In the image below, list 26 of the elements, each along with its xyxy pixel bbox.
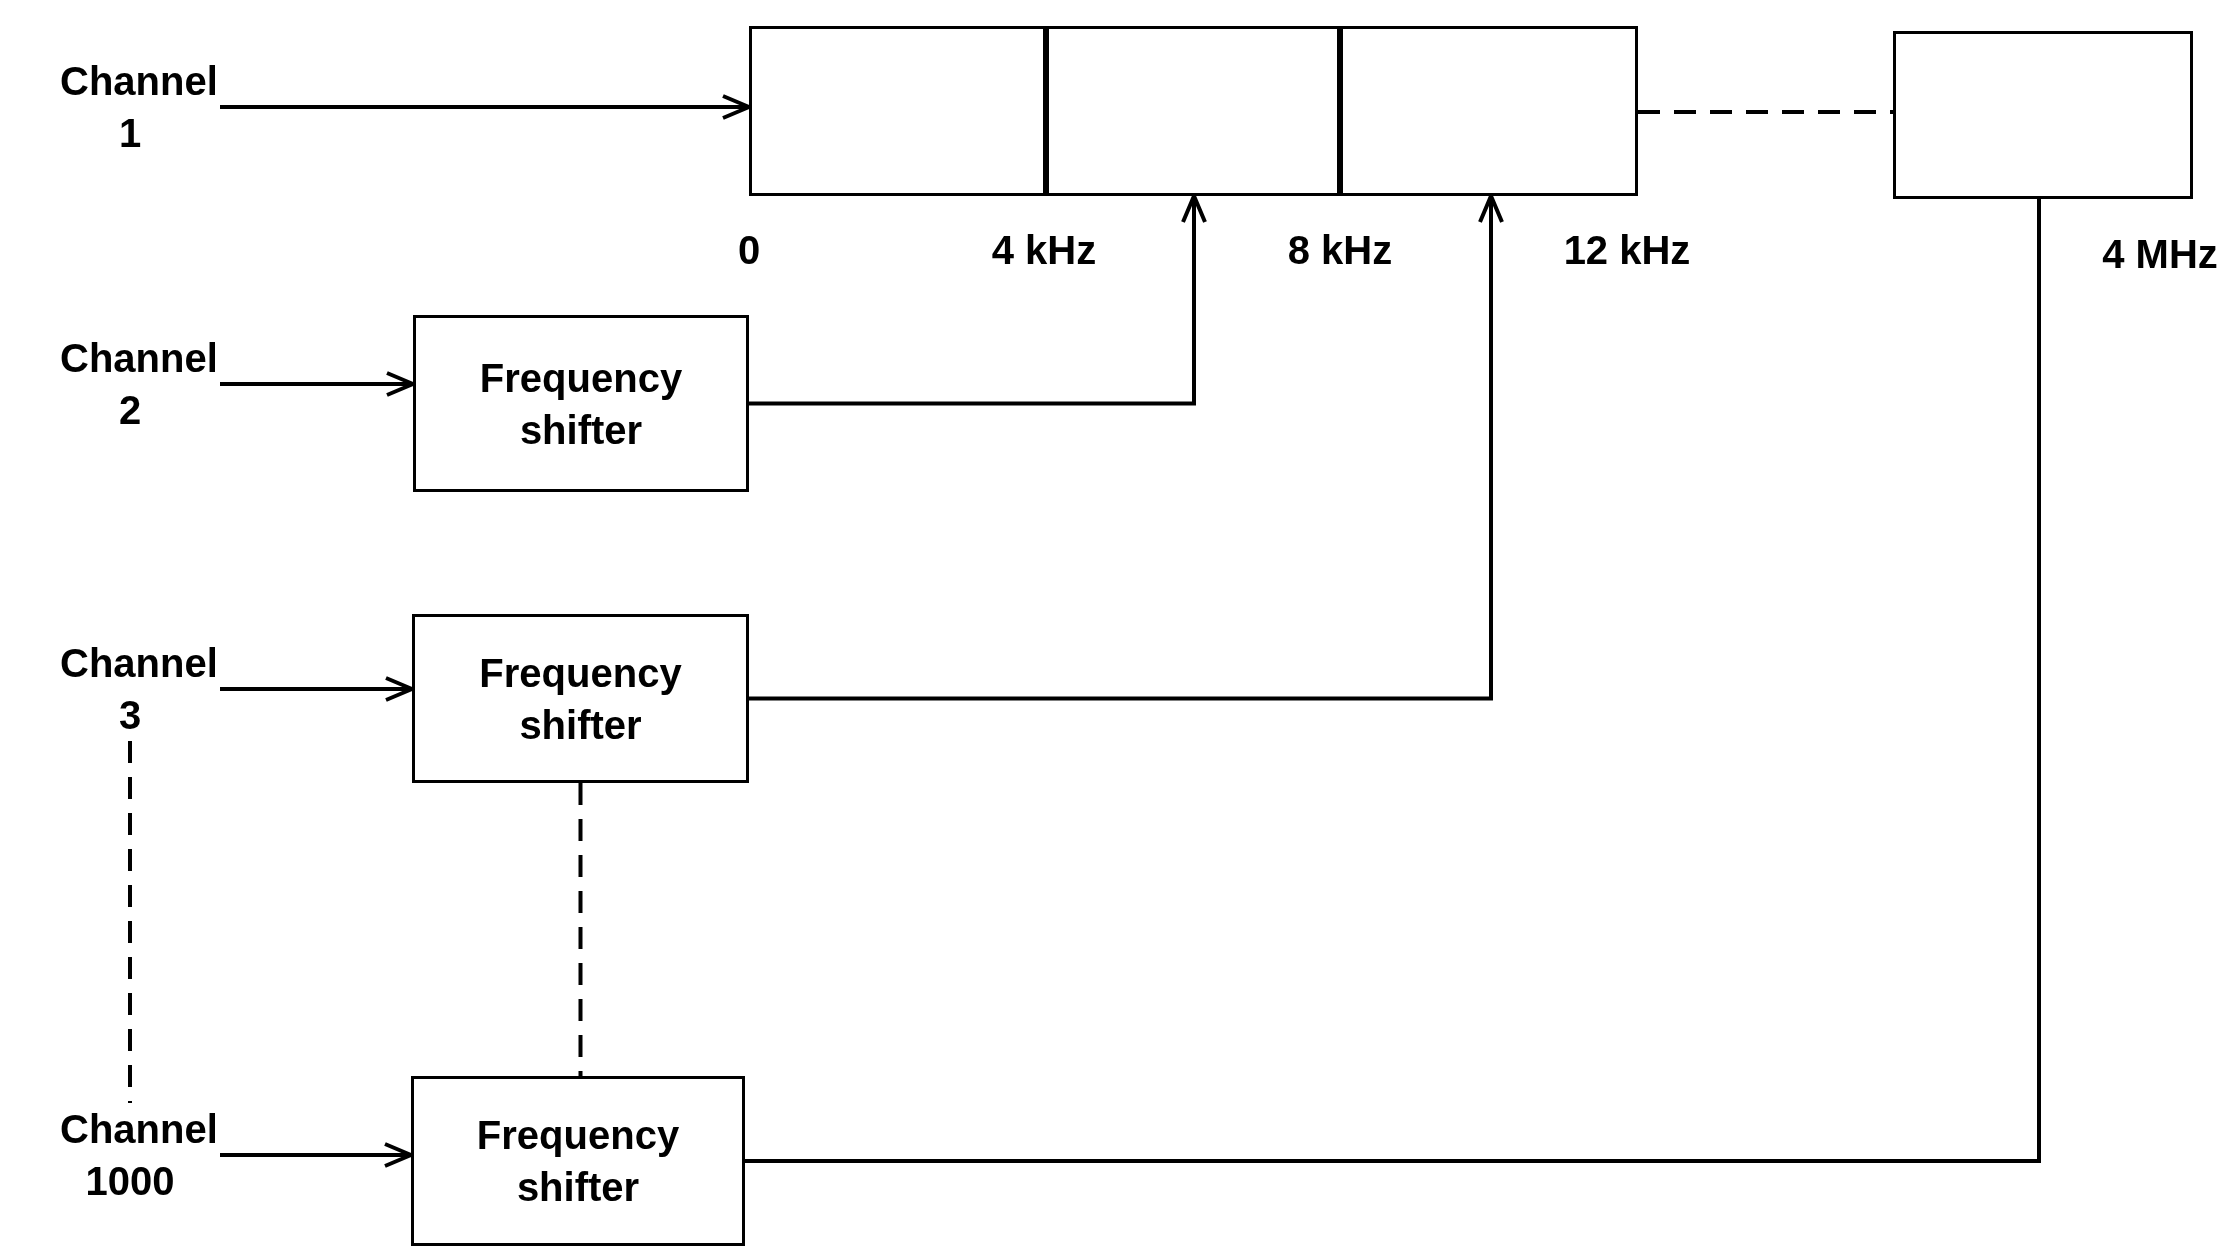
process-box: Frequency shifter (412, 614, 749, 783)
arrow (749, 194, 1207, 406)
dashed-line (578, 783, 583, 1076)
frequency-label: 12 kHz (1563, 228, 1691, 273)
spectrum-slot (1340, 26, 1638, 196)
frequency-label: 0 (737, 228, 761, 273)
channel-label: Channel 3 (40, 637, 220, 741)
channel-label: Channel 1 (40, 55, 220, 159)
frequency-label: 4 MHz (2102, 232, 2218, 277)
channel-label: Channel 2 (40, 332, 220, 436)
channel-label: Channel 1000 (40, 1103, 220, 1207)
spectrum-slot (1046, 26, 1340, 196)
spectrum-slot (1893, 31, 2193, 199)
spectrum-slot (749, 26, 1046, 196)
dashed-line (1638, 110, 1893, 114)
arrow (220, 371, 415, 397)
frequency-label: 8 kHz (1287, 228, 1393, 273)
frequency-label: 4 kHz (991, 228, 1097, 273)
arrow (220, 94, 751, 120)
arrow (220, 1142, 413, 1168)
arrow (749, 194, 1504, 701)
dashed-line (128, 741, 132, 1103)
line (745, 199, 2041, 1163)
process-box: Frequency shifter (413, 315, 749, 492)
arrow (220, 676, 414, 702)
process-box: Frequency shifter (411, 1076, 745, 1246)
